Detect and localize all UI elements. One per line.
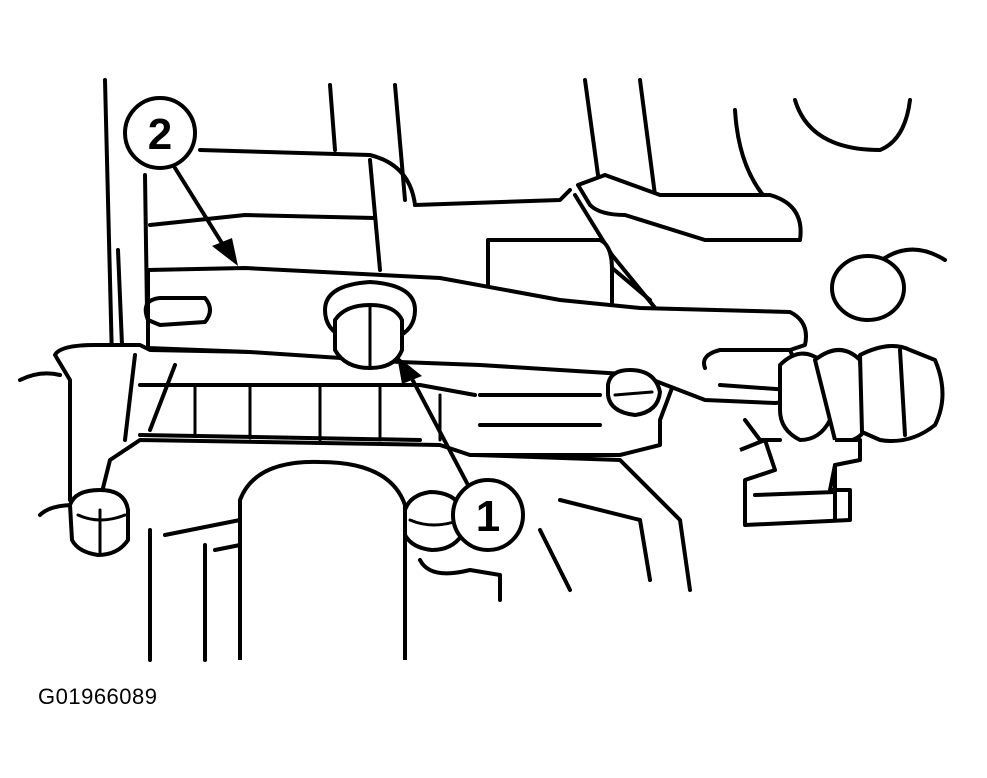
round-knob: [830, 254, 906, 322]
callout-2-arrowhead: [212, 238, 238, 266]
figure-id: G01966089: [38, 684, 158, 709]
callout-1: 1: [397, 356, 525, 552]
dust-boot: [743, 344, 945, 444]
fork-bolt: [323, 280, 417, 370]
bottom-shaft: [148, 459, 572, 662]
callout-2-label: 2: [148, 110, 172, 159]
housing-body: [18, 343, 692, 592]
right-small-bolt: [606, 368, 662, 417]
callout-1-arrowhead: [397, 356, 422, 384]
left-bolt: [68, 488, 130, 557]
callout-1-label: 1: [476, 492, 500, 541]
lower-bracket: [739, 438, 862, 527]
housing-outline: [103, 78, 947, 362]
callout-2: 2: [123, 96, 238, 266]
